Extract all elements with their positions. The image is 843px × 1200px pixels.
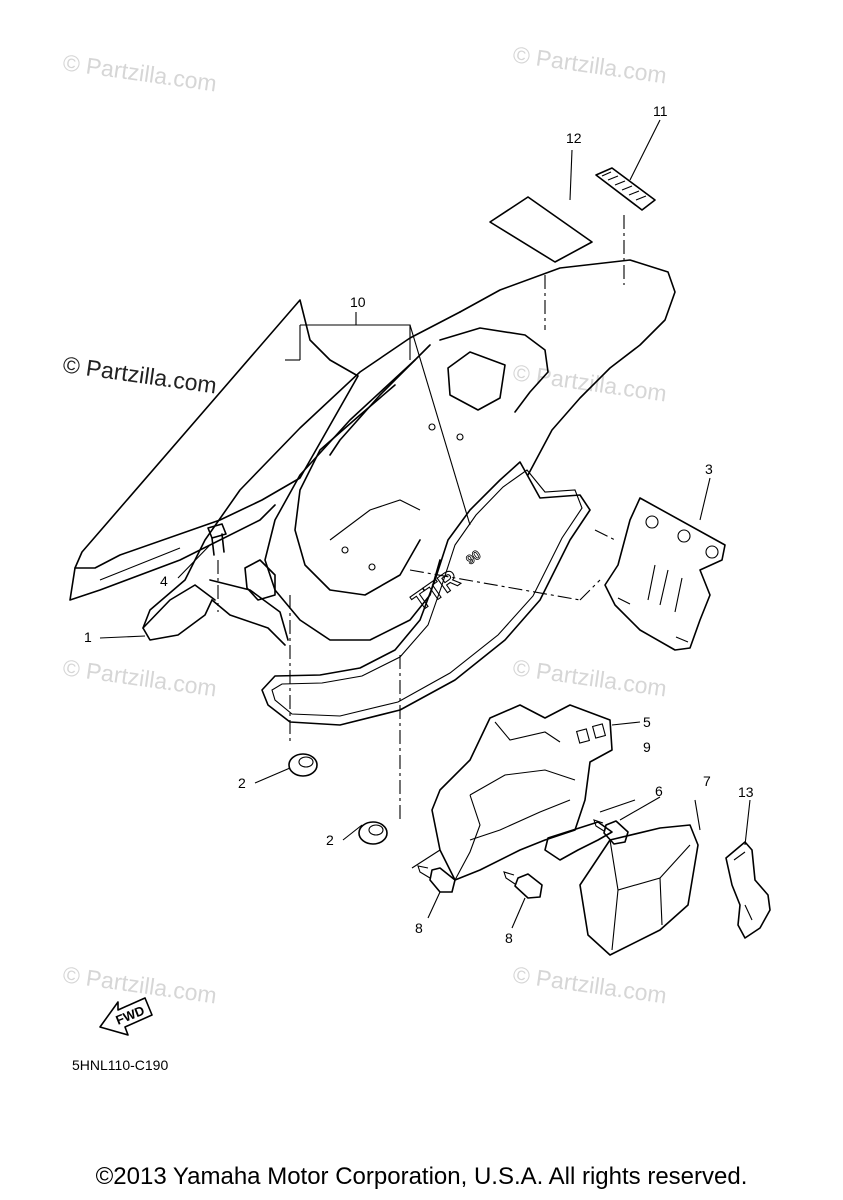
callout-labels: 10 12 11 3 4 1 2 2 5 9 6 7 13 8 8: [84, 103, 754, 946]
watermark: © Partzilla.com: [511, 654, 668, 701]
part-5-battery-box: [431, 704, 613, 881]
watermark: © Partzilla.com: [511, 359, 668, 406]
part-12-pad: [489, 196, 593, 330]
callout-12: 12: [566, 130, 582, 146]
callout-11: 11: [653, 103, 668, 119]
callout-10: 10: [350, 294, 366, 310]
diagram-code: 5HNL110-C190: [72, 1057, 168, 1073]
watermark: © Partzilla.com: [511, 41, 668, 88]
side-cover-panel: TTR 90: [261, 461, 591, 820]
callout-7: 7: [703, 773, 711, 789]
callout-8: 8: [505, 930, 513, 946]
watermark: © Partzilla.com: [61, 654, 218, 701]
part-13-strap: [725, 841, 771, 939]
watermarks: © Partzilla.com © Partzilla.com © Partzi…: [61, 41, 668, 1008]
part-2-grommet-b: [358, 821, 388, 845]
callout-5: 5: [643, 714, 651, 730]
callout-2: 2: [326, 832, 334, 848]
watermark: © Partzilla.com: [511, 961, 668, 1008]
part-8-screw-a: [417, 865, 456, 893]
part-1-rear-fender: [142, 259, 676, 646]
svg-text:90: 90: [463, 547, 483, 568]
part-3-bracket: [579, 497, 726, 651]
callout-2: 2: [238, 775, 246, 791]
copyright-notice: ©2013 Yamaha Motor Corporation, U.S.A. A…: [95, 1163, 748, 1190]
callout-6: 6: [655, 783, 663, 799]
callout-9: 9: [643, 739, 651, 755]
part-6-pad: [544, 821, 613, 861]
callout-3: 3: [705, 461, 713, 477]
callout-13: 13: [738, 784, 754, 800]
leader-lines: [99, 119, 751, 929]
part-4-bolt: [207, 523, 227, 612]
watermark: © Partzilla.com: [61, 49, 218, 96]
part-7-battery-cover: [579, 824, 699, 956]
fwd-arrow-icon: FWD: [99, 997, 153, 1036]
part-10-seat: [69, 299, 359, 601]
part-9-screw: [593, 819, 629, 845]
watermark-main: © Partzilla.com: [61, 351, 218, 398]
part-2-grommet-a: [288, 753, 318, 777]
watermark: © Partzilla.com: [61, 961, 218, 1008]
part-11-emblem: [595, 167, 656, 285]
callout-8: 8: [415, 920, 423, 936]
callout-1: 1: [84, 629, 92, 645]
part-8-screw-b: [503, 871, 543, 899]
callout-4: 4: [160, 573, 168, 589]
